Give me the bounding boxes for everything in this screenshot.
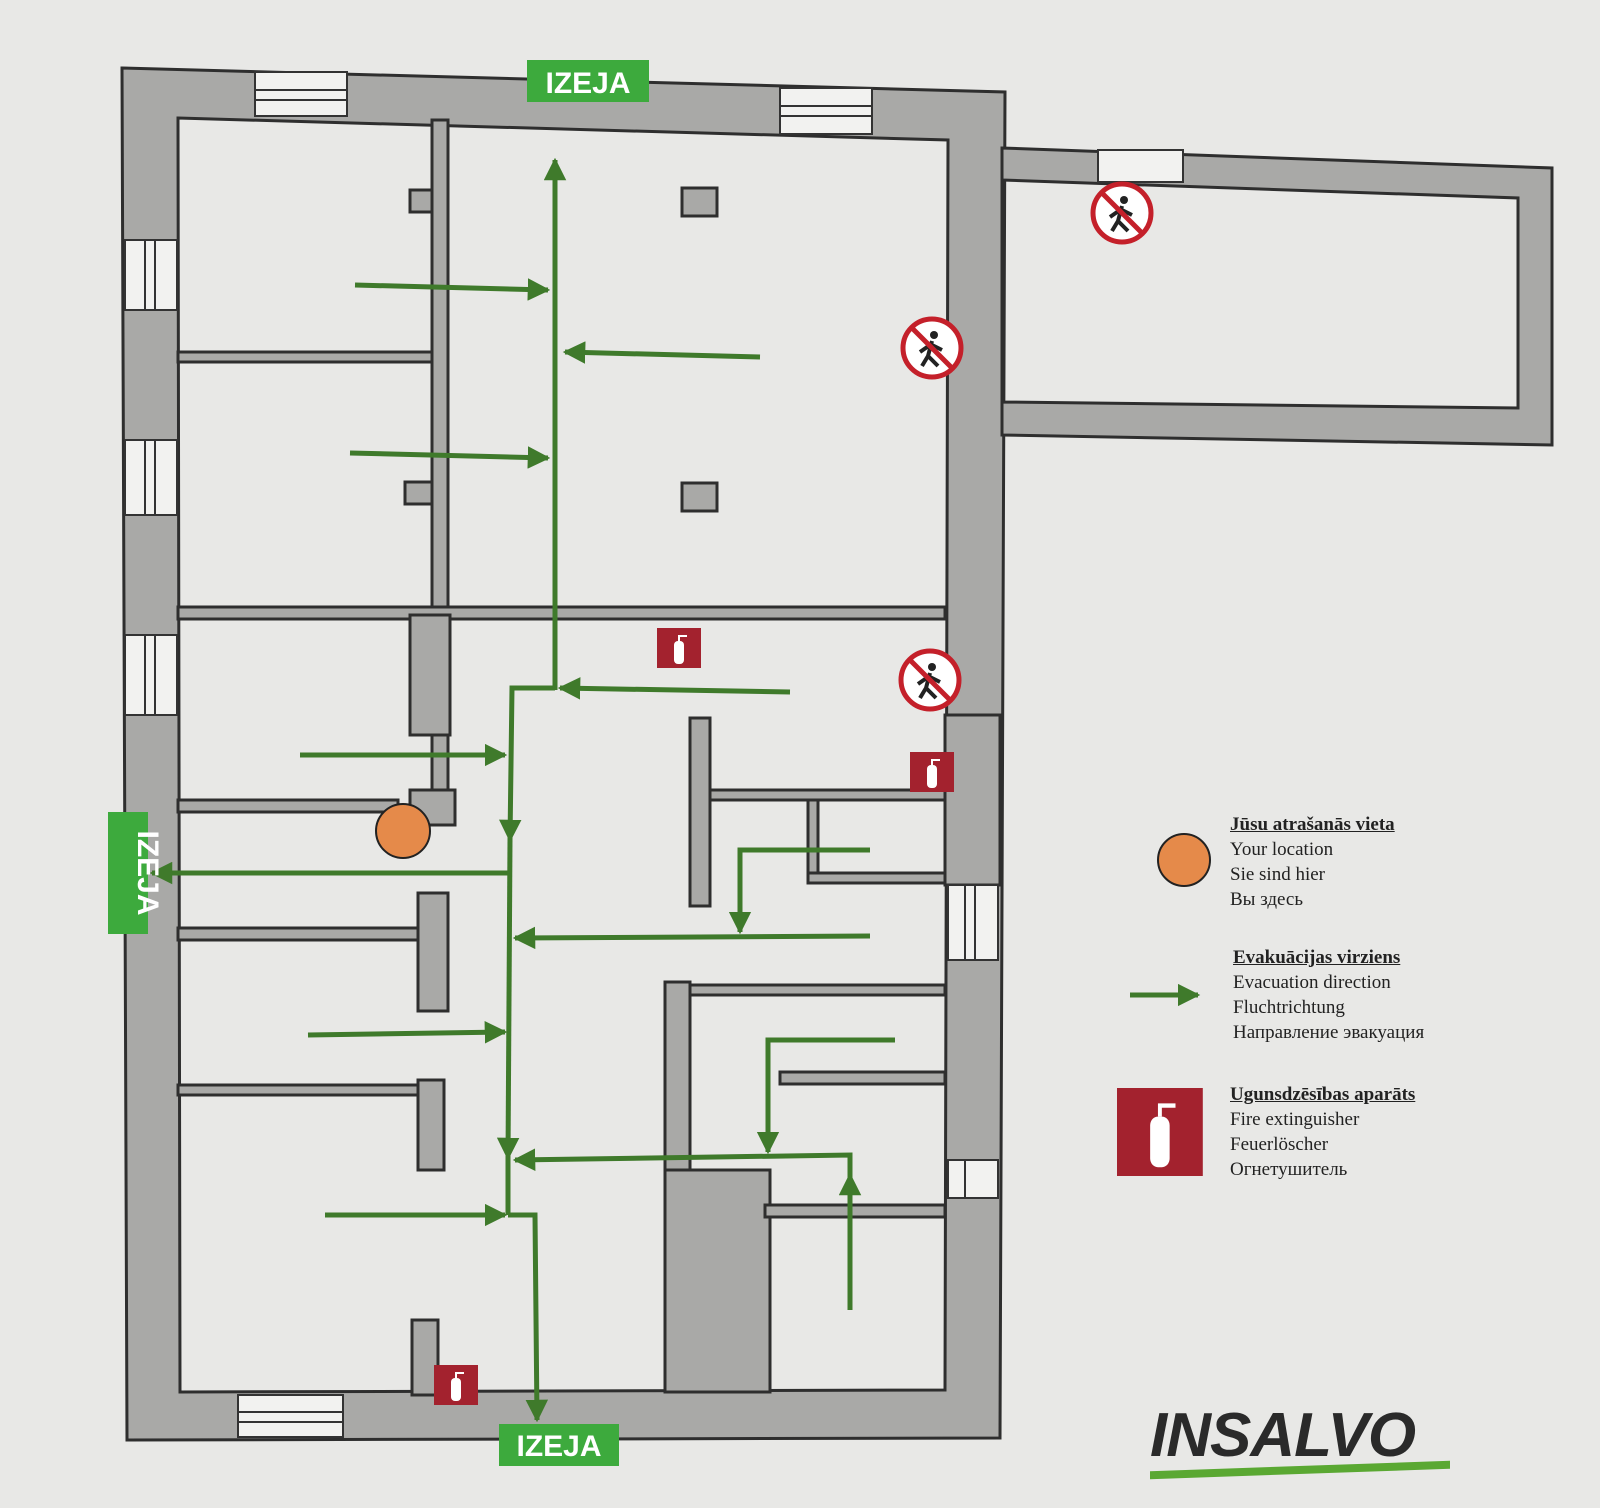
legend-title: Evakuācijas virziens: [1233, 947, 1401, 968]
exit-sign-bottom: IZEJA: [499, 1424, 619, 1466]
legend-line: Огнетушитель: [1230, 1159, 1348, 1180]
legend-line: Fluchtrichtung: [1233, 997, 1345, 1018]
exit-label: IZEJA: [545, 67, 630, 100]
legend-line: Fire extinguisher: [1230, 1109, 1360, 1130]
company-logo: INSALVO: [1150, 1401, 1416, 1470]
walls: [120, 66, 1554, 1442]
legend-line: Evacuation direction: [1233, 972, 1391, 993]
exit-sign-top: IZEJA: [527, 60, 649, 102]
legend-line: Sie sind hier: [1230, 864, 1325, 885]
legend-line: Feuerlöscher: [1230, 1134, 1329, 1155]
legend-line: Направление эвакуация: [1233, 1022, 1425, 1043]
no-entry-icon: [1093, 184, 1151, 242]
legend-extinguisher-icon: [1117, 1088, 1203, 1176]
windows: [124, 71, 1184, 1438]
fire-extinguisher-icon: [433, 1364, 479, 1406]
fire-extinguisher-icon: [656, 627, 702, 669]
legend-location-icon: [1157, 833, 1211, 887]
no-entry-icon: [903, 319, 961, 377]
legend-extinguisher: Ugunsdzēsības aparāts Fire extinguisher …: [1230, 1082, 1415, 1182]
your-location-marker: [375, 803, 431, 859]
legend-title: Ugunsdzēsības aparāts: [1230, 1084, 1416, 1105]
legend-location: Jūsu atrašanās vieta Your location Sie s…: [1230, 812, 1395, 912]
exit-sign-left: IZEJA: [108, 812, 164, 934]
legend-title: Jūsu atrašanās vieta: [1230, 814, 1395, 835]
legend-line: Вы здесь: [1230, 889, 1304, 910]
fire-extinguisher-icon: [909, 751, 955, 793]
exit-label: IZEJA: [516, 1430, 601, 1463]
legend-evacuation: Evakuācijas virziens Evacuation directio…: [1233, 945, 1424, 1045]
evacuation-routes: [149, 157, 1201, 1423]
legend-line: Your location: [1230, 839, 1334, 860]
no-entry-icon: [901, 651, 959, 709]
exit-label: IZEJA: [131, 830, 164, 915]
